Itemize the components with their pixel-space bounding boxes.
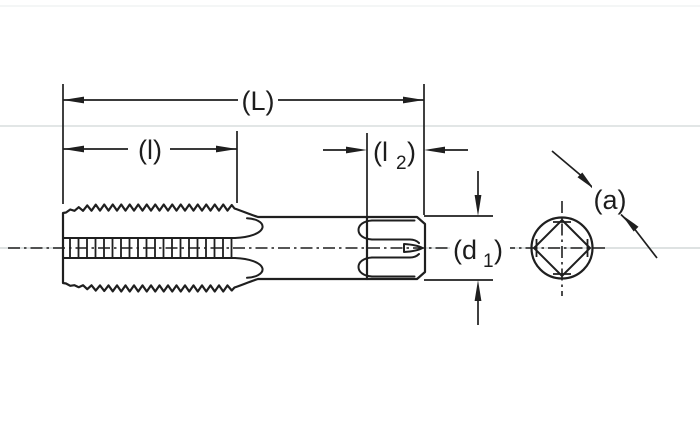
shank-circle bbox=[530, 216, 594, 280]
arrowhead-d1-top bbox=[474, 195, 482, 216]
dim-l2 bbox=[323, 146, 468, 154]
arrowhead-a-lower bbox=[622, 215, 639, 232]
label-square-width: (a) bbox=[594, 185, 627, 215]
label-shank-diameter: (d 1 ) bbox=[453, 235, 503, 272]
dimension-graphics bbox=[62, 84, 658, 325]
label-thread-length: (l) bbox=[138, 135, 162, 165]
square-flat-top-lower bbox=[371, 238, 420, 244]
arrowhead-L-right bbox=[403, 96, 424, 104]
arrowhead-l2-left bbox=[346, 146, 367, 154]
square-drive-side-view bbox=[357, 215, 424, 281]
label-d1-close: ) bbox=[494, 235, 503, 265]
label-d1-sub: 1 bbox=[483, 251, 494, 272]
label-bg-a bbox=[592, 184, 630, 212]
label-l2-close: ) bbox=[407, 137, 416, 167]
arrowhead-l2-right bbox=[424, 146, 445, 154]
square-flat-top-arc bbox=[357, 219, 373, 241]
label-l2-sub: 2 bbox=[396, 153, 407, 174]
vertex-chords bbox=[535, 221, 589, 275]
label-square-length: (l 2 ) bbox=[373, 137, 416, 174]
flute-runout-top bbox=[234, 217, 264, 239]
label-overall-length: (L) bbox=[242, 86, 275, 116]
arrowhead-l-left bbox=[63, 145, 84, 153]
tap-end-view bbox=[530, 216, 594, 280]
dim-d1 bbox=[474, 171, 482, 325]
label-d1-open: (d bbox=[453, 235, 477, 265]
label-bg-d1 bbox=[450, 231, 510, 265]
label-l2-open: (l bbox=[373, 137, 388, 167]
flute-runout-bottom bbox=[234, 257, 264, 279]
dimension-labels: (L) (l) (l 2 ) (d 1 ) (a) bbox=[138, 86, 626, 272]
dim-l bbox=[63, 145, 237, 153]
square-flat-bottom-arc bbox=[357, 256, 373, 278]
arrowhead-d1-bottom bbox=[474, 280, 482, 301]
dim-L bbox=[63, 96, 424, 104]
arrowhead-a-upper bbox=[577, 172, 594, 189]
drive-square bbox=[532, 218, 592, 278]
arrowhead-L-left bbox=[63, 96, 84, 104]
square-flat-bottom-upper bbox=[371, 253, 420, 259]
arrowhead-l-right bbox=[216, 145, 237, 153]
dim-a bbox=[551, 150, 658, 259]
